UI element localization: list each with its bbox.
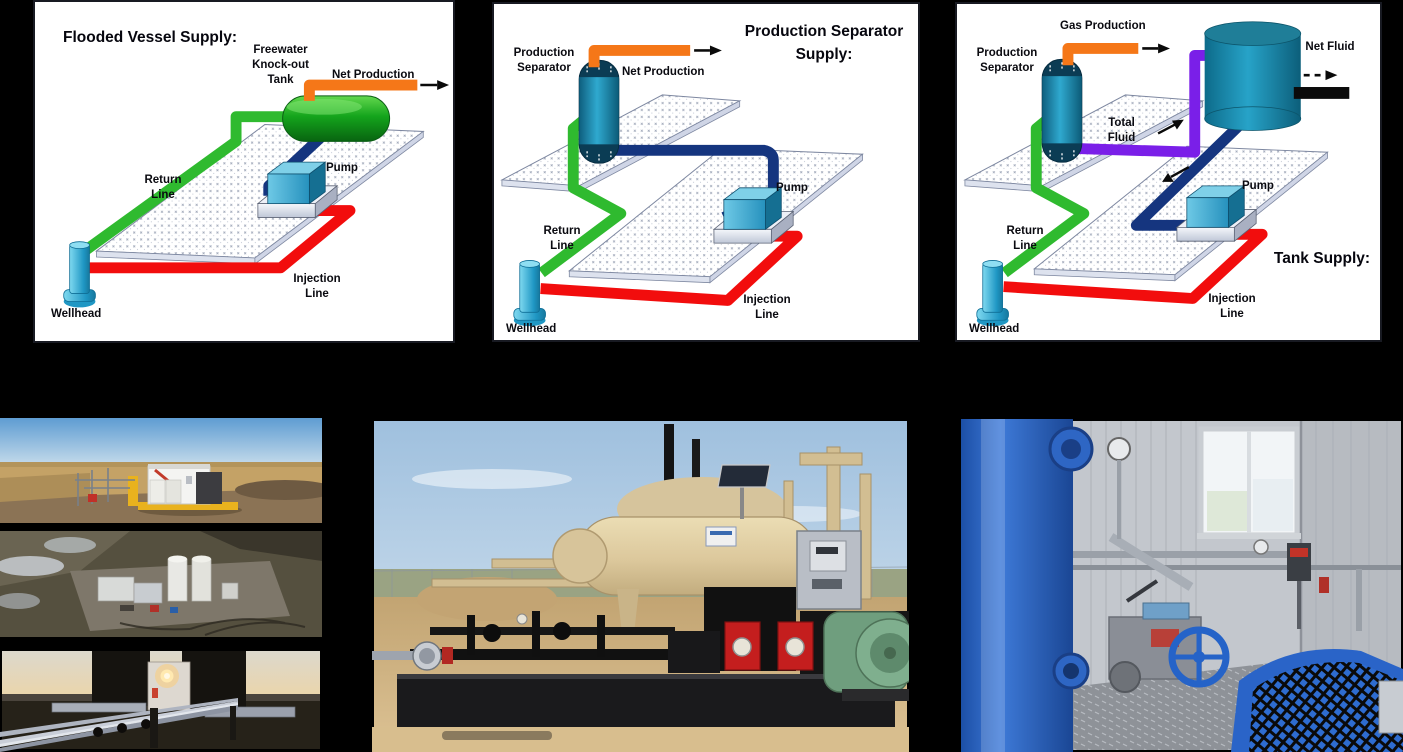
photo-pumphouse-interior-art [961,419,1403,752]
net-production-pipe [303,79,418,101]
production-separator-diagram [500,45,864,327]
photo-desert-pump-skid-art [372,421,909,752]
sky [0,418,322,466]
exhaust-stack [692,439,700,494]
tank-supply-diagram [963,21,1350,327]
inlet-flange [372,641,453,671]
pump-label: Pump [776,182,808,194]
net-fluid-dashed-arrow-icon [1303,70,1338,81]
snow-patch [0,593,40,609]
window [1197,426,1301,539]
tank-pair [167,555,212,602]
storage-tank [1204,21,1302,131]
wellhead-piping [75,468,135,506]
tire-tracks [119,618,306,636]
red-pump-pair [724,621,814,671]
photo-desert-pump-skid [372,419,909,752]
photo-prairie-wellsite [0,418,322,523]
photo-dusk-piperack [0,648,322,752]
photo-aerial-lease-art [0,531,322,637]
overhead-piping [1073,437,1401,631]
total-fluid-label: Total Fluid [1107,117,1136,144]
diagram-panel-flooded-vessel: Flooded Vessel Supply: Freewater Knock-o… [33,0,455,343]
gas-production-arrow-icon [1142,43,1170,54]
photo-prairie-wellsite-art [0,418,322,523]
site-buildings [97,576,239,613]
return-line-label: Return Line [1006,225,1044,252]
pump-assembly [1108,579,1202,693]
separator-vessel [552,516,818,634]
injection-line-label: Injection Line [743,294,791,321]
snow-patch [44,537,96,553]
tank-suction-pipe [1130,114,1251,231]
injection-line-pipe [89,205,356,274]
wellhead-label: Wellhead [969,323,1020,335]
suction-line-pipe [606,144,779,223]
net-production-pipe [588,45,691,68]
building-with-light [147,661,191,711]
injection-line-pipe [540,230,803,306]
flow-direction-arrows [1157,119,1190,182]
sand-mound [417,577,557,621]
dirt-mound [235,480,322,500]
photo-pumphouse-interior [961,419,1403,752]
blue-handwheel [1168,626,1230,688]
wall-meter [1287,543,1311,629]
pipe-rack [0,698,238,752]
return-line-label: Return Line [543,225,581,252]
solar-panel [717,464,771,519]
vessel-label: Freewater Knock-out Tank [252,44,309,86]
exhaust-stack [664,424,674,494]
net-production-label: Net Production [622,66,705,78]
net-production-arrow-icon [420,80,450,90]
panel-title: Flooded Vessel Supply: [63,29,237,46]
pump-label: Pump [326,162,358,174]
net-production-label: Net Production [332,69,415,81]
diagram-panel-production-separator: Production Separator Supply: Production … [492,2,920,342]
pump-label: Pump [1242,180,1274,192]
panel-title: Tank Supply: [1273,250,1371,267]
net-fluid-label: Net Fluid [1305,41,1355,53]
field-stripe [0,473,90,502]
green-motor [823,611,909,701]
diagram-panel-tank-supply: Tank Supply: Gas Production Production S… [955,2,1382,342]
freewater-knockout-vessel [282,95,391,142]
foreground-pump [1231,649,1403,752]
photo-aerial-lease [0,531,322,637]
net-production-arrow-icon [694,45,722,56]
skid-base [372,674,909,752]
panel-title: Production Separator Supply: [744,23,904,64]
net-fluid-pipe [1293,87,1350,99]
total-fluid-pipe [1069,49,1209,158]
flooded-vessel-diagram [63,79,450,308]
separator-label: Production Separator [513,47,575,74]
wellhead-label: Wellhead [506,323,557,335]
blue-vessel [961,419,1094,752]
manifold-piping [410,611,745,673]
gas-production-label: Gas Production [1060,20,1146,32]
cloud [412,469,572,489]
separator-label: Production Separator [976,47,1038,74]
photo-dusk-piperack-art [0,651,320,752]
gas-production-pipe [1062,43,1139,66]
return-line-label: Return Line [144,174,182,201]
mud-dark [200,531,322,561]
tank-silhouette-left [92,651,150,706]
wellhead-label: Wellhead [51,308,102,320]
snow-patch [0,556,64,576]
injection-line-label: Injection Line [1208,293,1256,320]
control-panel [796,530,862,610]
injection-line-pipe [1003,228,1268,304]
skid-platform [95,124,425,265]
return-line-pipe [81,111,287,256]
injection-line-label: Injection Line [293,273,341,300]
well-shack [128,464,242,516]
